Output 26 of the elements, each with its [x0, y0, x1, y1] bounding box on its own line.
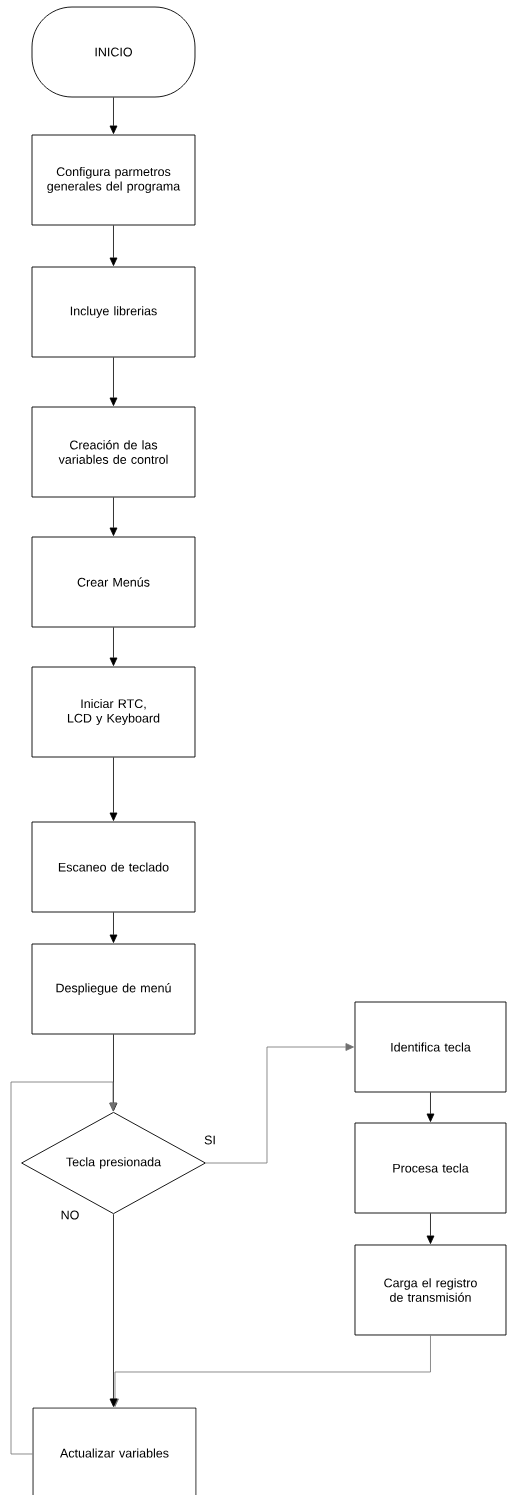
process-box: Carga el registro de transmisión — [354, 1244, 507, 1336]
process-box: Identifica tecla — [354, 1001, 507, 1093]
arrow — [205, 1043, 354, 1164]
start-terminal: INICIO — [31, 6, 196, 98]
process-box: Creación de las variables de control — [31, 406, 196, 498]
arrow — [109, 225, 118, 266]
arrow — [109, 497, 118, 536]
process-box: Incluye librerias — [31, 266, 196, 358]
arrow — [109, 357, 118, 406]
process-box: Configura parmetros generales del programa — [31, 134, 196, 226]
arrow — [109, 1213, 118, 1407]
process-box: Escaneo de teclado — [31, 821, 196, 913]
arrow — [109, 912, 118, 943]
process-box: Procesa tecla — [354, 1122, 507, 1214]
process-box: Iniciar RTC, LCD y Keyboard — [31, 666, 196, 758]
arrow — [109, 627, 118, 666]
arrow — [109, 757, 118, 821]
process-box: Crear Menús — [31, 536, 196, 628]
arrow — [109, 97, 118, 134]
arrow — [111, 1335, 431, 1407]
process-box: Despliegue de menú — [31, 943, 196, 1035]
arrow — [426, 1213, 435, 1244]
process-box: Actualizar variables — [32, 1407, 197, 1495]
arrow — [10, 1081, 117, 1455]
edge-label: SI — [203, 1134, 217, 1146]
arrow — [426, 1092, 435, 1122]
